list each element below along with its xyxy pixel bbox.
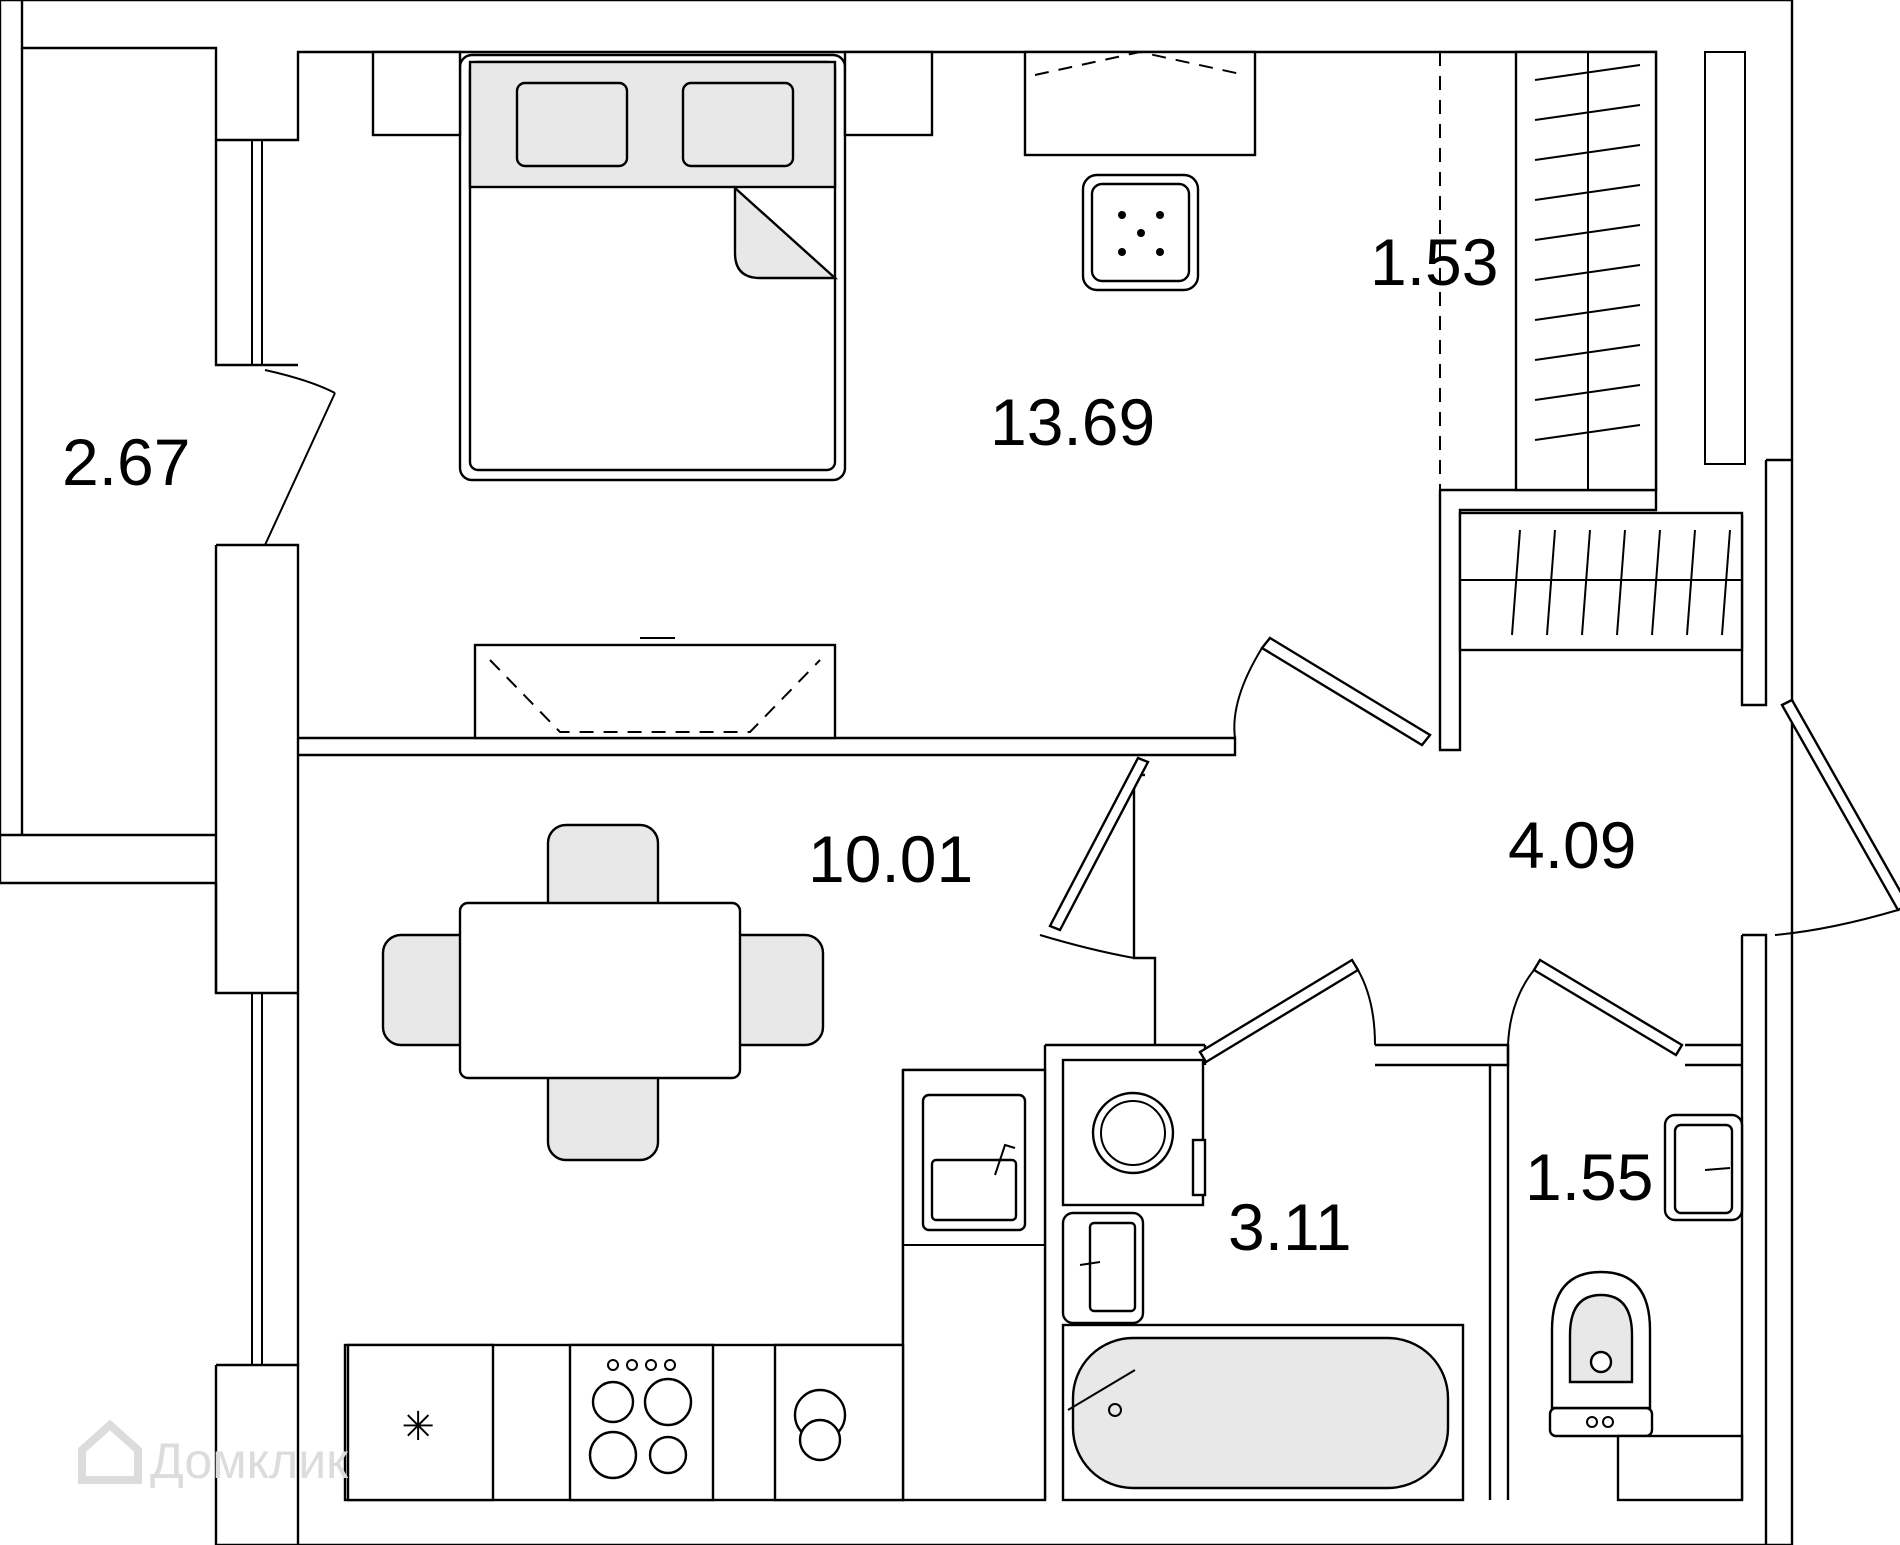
- window-icon: [251, 140, 263, 1365]
- hallway-area-label: 4.09: [1508, 808, 1636, 882]
- nightstand-icon: [371, 50, 934, 137]
- wardrobe-icon: [1458, 50, 1744, 652]
- washing-machine-icon: [773, 1343, 905, 1502]
- sink-icon: [1663, 1113, 1744, 1222]
- wardrobe-area-label: 1.53: [1370, 225, 1498, 299]
- toilet-icon: [1548, 1270, 1744, 1502]
- watermark-text: Домклик: [150, 1433, 349, 1489]
- bathtub-icon: [1061, 1323, 1465, 1502]
- sink-icon: [921, 1093, 1027, 1232]
- fridge-icon: ✳: [346, 1343, 495, 1502]
- loggia-area-label: 2.67: [62, 425, 190, 499]
- walls: [0, 0, 1794, 1545]
- dining-table-icon: [381, 823, 825, 1162]
- pillow-icon: [515, 81, 795, 168]
- washing-machine-icon: [1061, 1058, 1207, 1207]
- desk-icon: [1023, 50, 1257, 157]
- toilet-area-label: 1.55: [1525, 1140, 1653, 1214]
- svg-text:✳: ✳: [401, 1404, 435, 1450]
- bedroom-area-label: 13.69: [990, 385, 1155, 459]
- kitchen-area-label: 10.01: [808, 822, 973, 896]
- pouf-icon: [1081, 173, 1200, 292]
- sink-icon: [1061, 1211, 1145, 1325]
- door-icon: [264, 369, 1900, 1064]
- bathroom-area-label: 3.11: [1228, 1190, 1352, 1264]
- house-logo-icon: [78, 1419, 142, 1484]
- stove-icon: [568, 1343, 715, 1502]
- watermark: Домклик: [78, 1419, 349, 1489]
- bed-icon: [458, 53, 847, 482]
- tv-stand-icon: [473, 637, 837, 740]
- window-icon: [1704, 51, 1746, 465]
